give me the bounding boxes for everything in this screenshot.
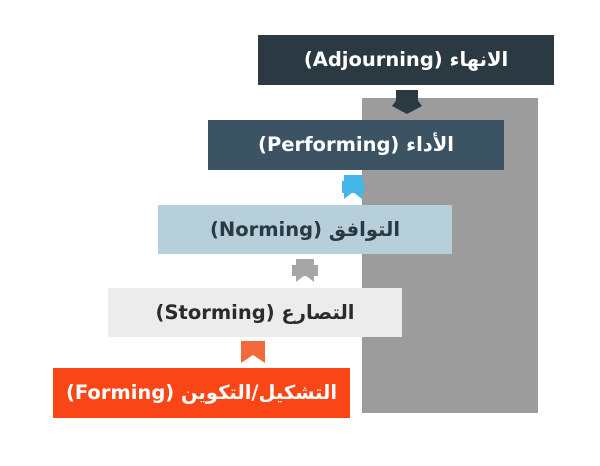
stage-label-norming: التوافق (Norming) [209,217,401,241]
stage-bar-forming[interactable]: التشكيل/التكوين (Forming) [53,368,350,418]
stage-bar-storming[interactable]: التصارع (Storming) [108,288,402,337]
stage-bar-performing[interactable]: الأداء (Performing) [208,120,504,170]
ribbon-up-arrow-icon [241,341,265,363]
connector-storming-to-norming [292,259,318,282]
ribbon-up-arrow-icon [342,175,364,199]
stage-label-adjourning: الانهاء (Adjourning) [303,48,509,72]
connector-performing-to-adjourning [392,90,422,114]
connector-forming-to-storming [241,341,265,363]
stage-label-storming: التصارع (Storming) [155,300,355,324]
stage-label-forming: التشكيل/التكوين (Forming) [65,381,338,405]
stage-bar-adjourning[interactable]: الانهاء (Adjourning) [258,35,554,85]
stage-label-performing: الأداء (Performing) [258,133,454,157]
connector-norming-to-performing [342,175,364,199]
stage-bar-norming[interactable]: التوافق (Norming) [158,205,452,254]
ribbon-up-arrow-icon [392,90,422,114]
ribbon-up-arrow-icon [292,259,318,282]
